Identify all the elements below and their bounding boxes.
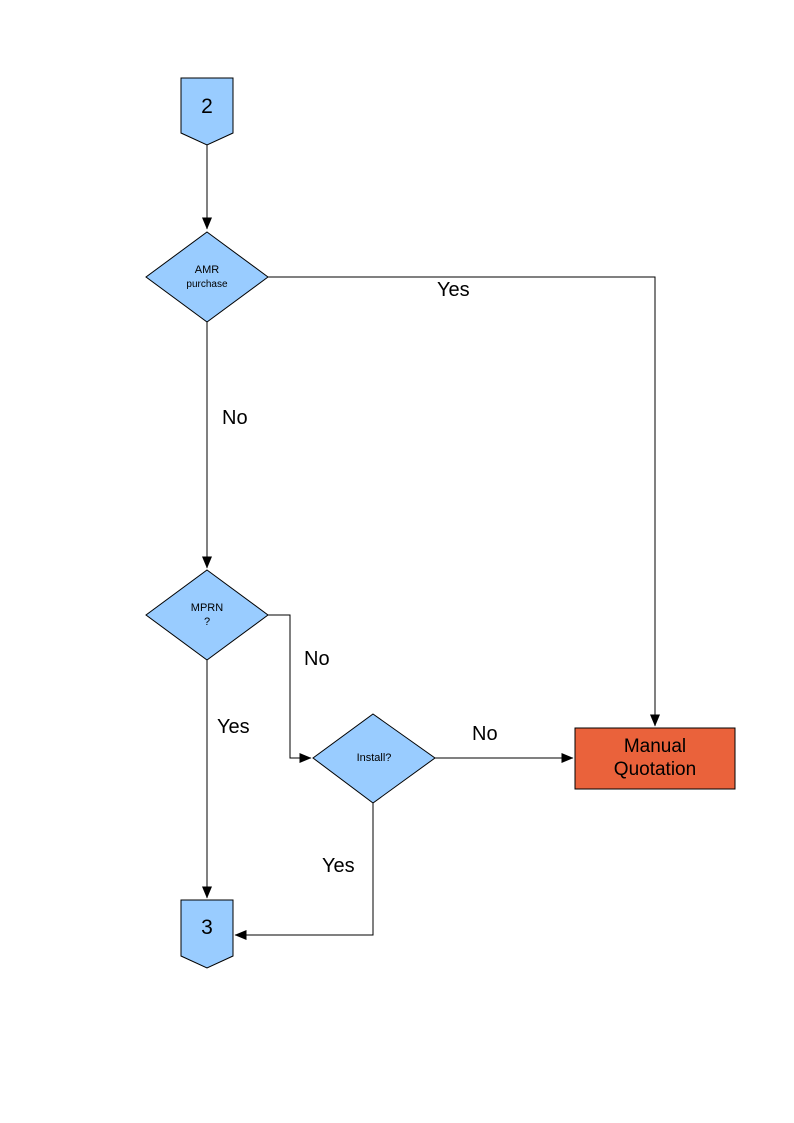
edge-amr-yes-to-manual-quotation (268, 276, 660, 727)
offpage-connector-3-shape (180, 899, 234, 969)
offpage-connector-2-shape (180, 77, 234, 146)
install-diamond (312, 713, 436, 804)
manual-quotation-box (574, 727, 736, 790)
edge-install-yes-to-connector3 (234, 803, 374, 940)
mprn-diamond (145, 569, 269, 661)
flowchart-shapes (145, 77, 736, 969)
edge-mprn-no-to-install (268, 614, 312, 763)
amr-purchase-diamond (145, 231, 269, 323)
connector-lines (202, 145, 660, 940)
